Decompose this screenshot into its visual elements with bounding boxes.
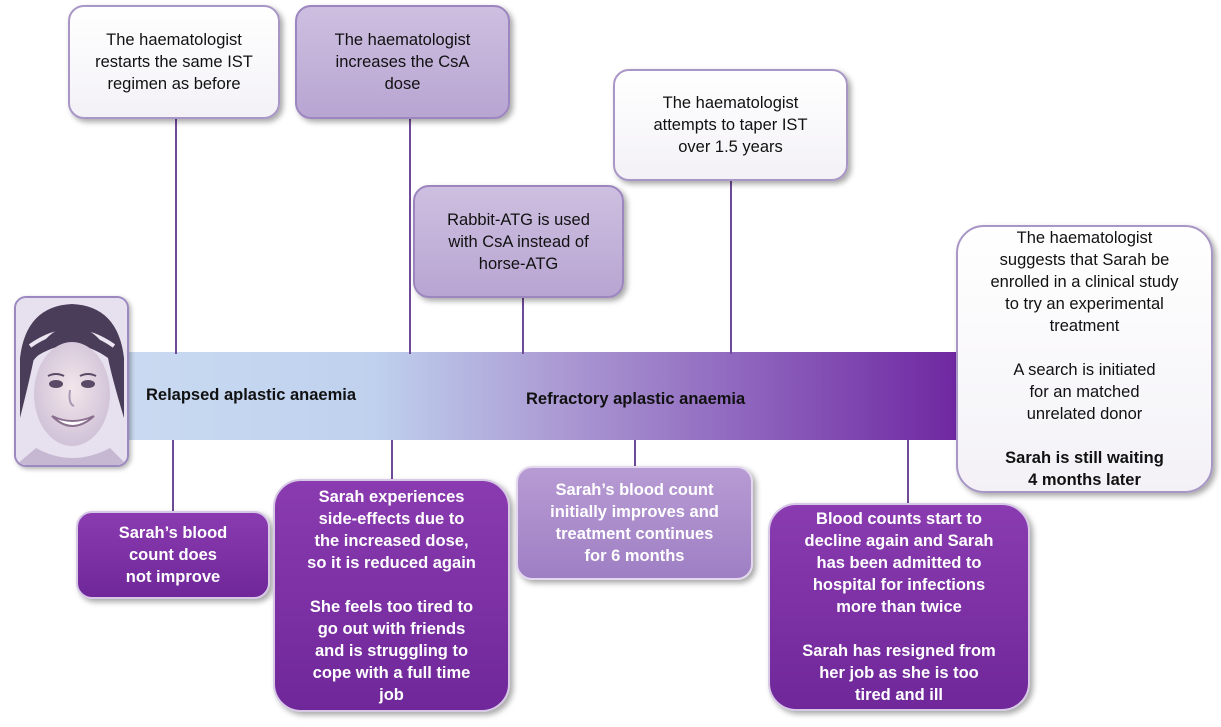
event-text-line: restarts the same IST: [95, 53, 253, 71]
event-text-line: over 1.5 years: [678, 138, 783, 156]
connector-line: [907, 440, 909, 504]
event-text-line: horse-ATG: [478, 254, 559, 273]
outcome-text-line: Sarah has resigned from: [802, 642, 996, 660]
event-box-restart-ist: The haematologist restarts the same IST …: [68, 5, 280, 119]
connector-line: [391, 440, 393, 480]
event-box-taper-ist: The haematologist attempts to taper IST …: [613, 69, 848, 181]
outcome-text-line: decline again and Sarah: [804, 532, 994, 550]
event-text-line: 4 months later: [1028, 471, 1141, 489]
outcome-text-line: hospital for infections: [812, 576, 986, 594]
connector-line: [409, 118, 411, 354]
outcome-text-line: more than twice: [836, 598, 962, 616]
event-text-line: attempts to taper IST: [653, 116, 808, 134]
connector-line: [730, 181, 732, 354]
connector-line: [172, 440, 174, 512]
event-text-line: with CsA instead of: [448, 232, 589, 251]
outcome-text-line: initially improves and: [550, 503, 719, 521]
outcome-text-line: count does: [128, 546, 217, 564]
outcome-text-line: and is struggling to: [314, 641, 469, 660]
outcome-box-initial-improvement: Sarah’s blood count initially improves a…: [516, 466, 753, 580]
event-text-line: unrelated donor: [1026, 405, 1143, 423]
outcome-text-line: She feels too tired to: [309, 597, 474, 616]
event-text-line: for an matched: [1029, 383, 1140, 401]
outcome-text-line: treatment continues: [555, 525, 714, 543]
event-text-line: suggests that Sarah be: [999, 251, 1170, 269]
portrait-image: [16, 298, 127, 465]
connector-line: [175, 118, 177, 354]
event-text-line: The haematologist: [334, 31, 471, 49]
event-text-line: dose: [384, 75, 421, 93]
connector-line: [522, 298, 524, 354]
outcome-text-line: job: [379, 685, 404, 704]
paragraph: She feels too tired to go out with frien…: [310, 596, 473, 706]
event-box-increase-csa: The haematologist increases the CsA dose: [295, 5, 510, 119]
paragraph: A search is initiated for an matched unr…: [1013, 359, 1155, 425]
event-box-clinical-study: The haematologist suggests that Sarah be…: [956, 225, 1213, 493]
outcome-text-line: Blood counts start to: [816, 510, 982, 528]
event-text-line: Sarah is still waiting: [1005, 449, 1164, 467]
event-text-line: enrolled in a clinical study: [990, 273, 1179, 291]
outcome-text-line: tired and ill: [854, 686, 943, 704]
outcome-text-line: side-effects due to: [318, 509, 465, 528]
event-text-line: The haematologist: [1016, 229, 1153, 247]
outcome-box-side-effects: Sarah experiences side-effects due to th…: [273, 479, 510, 712]
outcome-text-line: Sarah’s blood count: [555, 481, 714, 499]
paragraph: Sarah experiences side-effects due to th…: [307, 486, 476, 574]
event-text-line: regimen as before: [107, 75, 241, 93]
outcome-text-line: her job as she is too: [819, 664, 979, 682]
paragraph: The haematologist suggests that Sarah be…: [990, 227, 1178, 337]
event-box-rabbit-atg: Rabbit-ATG is used with CsA instead of h…: [413, 185, 624, 298]
paragraph: Blood counts start to decline again and …: [805, 508, 994, 618]
connector-line: [634, 440, 636, 468]
outcome-text-line: cope with a full time: [312, 663, 471, 682]
event-text-line: treatment: [1049, 317, 1120, 335]
outcome-text-line: so it is reduced again: [307, 553, 476, 572]
stage-label-relapsed: Relapsed aplastic anaemia: [146, 386, 357, 404]
outcome-text-line: go out with friends: [317, 619, 466, 638]
event-text-line: The haematologist: [662, 94, 799, 112]
outcome-text-line: Sarah experiences: [318, 487, 465, 506]
outcome-text-line: the increased dose,: [314, 531, 469, 550]
patient-photo: [14, 296, 129, 467]
paragraph: Sarah has resigned from her job as she i…: [802, 640, 995, 706]
outcome-box-no-improvement: Sarah’s blood count does not improve: [76, 511, 270, 599]
event-text-line: increases the CsA: [335, 53, 470, 71]
timeline-band: [122, 352, 964, 440]
stage-label-refractory: Refractory aplastic anaemia: [526, 390, 746, 408]
event-text-line: Rabbit-ATG is used: [447, 210, 590, 229]
paragraph-emphasis: Sarah is still waiting 4 months later: [1005, 447, 1164, 491]
outcome-text-line: for 6 months: [584, 547, 685, 565]
outcome-text-line: Sarah’s blood: [118, 524, 228, 542]
outcome-text-line: not improve: [125, 568, 221, 586]
event-text-line: to try an experimental: [1005, 295, 1164, 313]
event-text-line: The haematologist: [106, 31, 242, 49]
event-text-line: A search is initiated: [1013, 361, 1156, 379]
outcome-box-decline: Blood counts start to decline again and …: [768, 503, 1030, 711]
outcome-text-line: has been admitted to: [816, 554, 982, 572]
